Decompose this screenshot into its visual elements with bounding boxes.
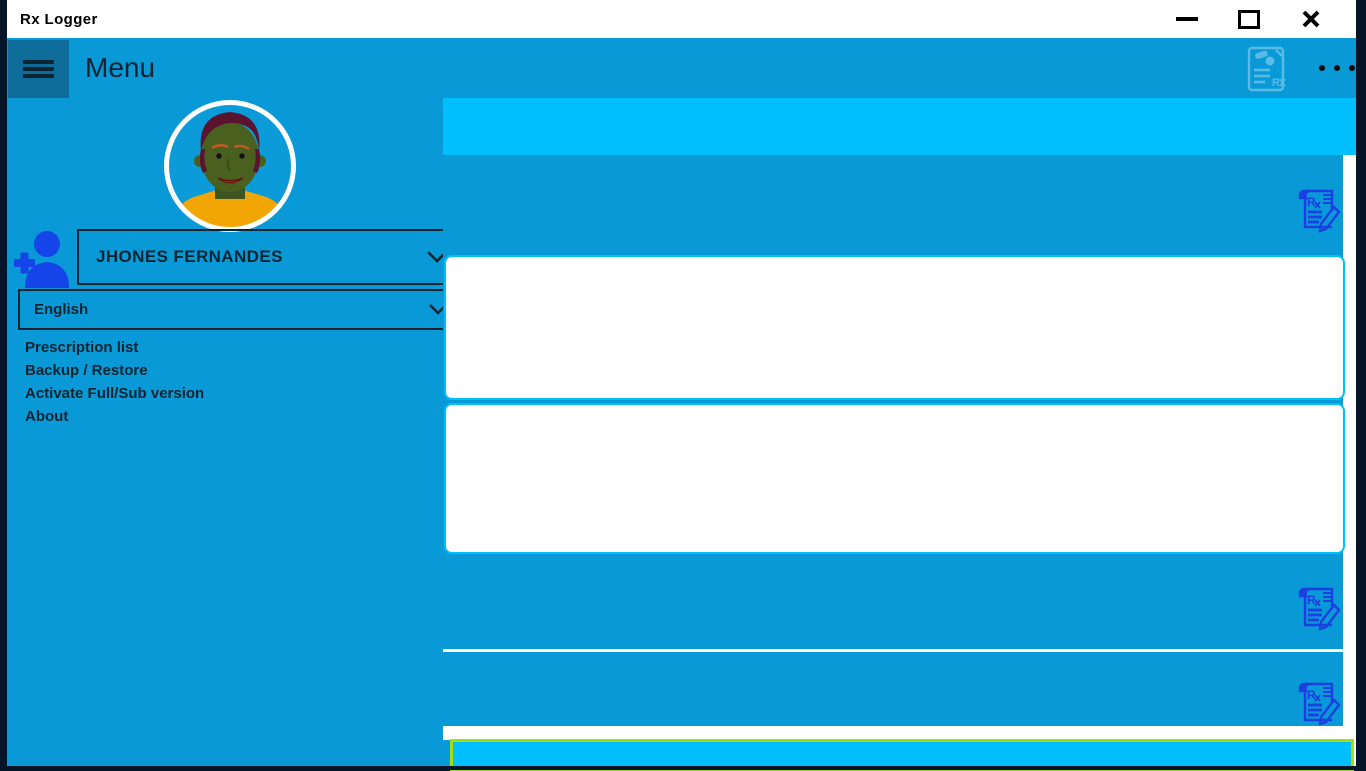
window-border-bottom [0, 766, 1366, 770]
window-title: Rx Logger [20, 10, 98, 28]
app-header: Menu R [7, 38, 1356, 98]
language-select-dropdown[interactable]: English [18, 289, 465, 330]
language-select-value: English [34, 301, 89, 318]
more-icon [1319, 65, 1325, 71]
prescription-edit-icon[interactable]: R [1292, 183, 1344, 235]
hamburger-icon [23, 60, 54, 64]
highlighted-input-bar[interactable] [450, 739, 1354, 771]
titlebar: Rx Logger [7, 0, 1356, 38]
sidebar-menu: Prescription list Backup / Restore Activ… [25, 336, 204, 428]
window-controls [1156, 0, 1342, 38]
svg-text:R: R [1307, 593, 1316, 607]
sidebar-item-about[interactable]: About [25, 408, 69, 425]
content-header-band [443, 98, 1356, 155]
svg-text:R: R [1272, 77, 1280, 89]
window-border-left [0, 0, 7, 770]
sidebar: JHONES FERNANDES English Prescription li… [7, 98, 465, 766]
user-select-value: JHONES FERNANDES [96, 247, 283, 266]
window-border-right [1356, 0, 1366, 770]
sidebar-item-backup-restore[interactable]: Backup / Restore [25, 362, 148, 379]
sidebar-item-activate-version[interactable]: Activate Full/Sub version [25, 385, 205, 402]
sidebar-item-prescription-list[interactable]: Prescription list [25, 339, 139, 356]
prescription-document-icon[interactable]: R [1243, 44, 1291, 94]
user-select-dropdown[interactable]: JHONES FERNANDES [77, 229, 464, 285]
close-icon [1302, 10, 1320, 28]
main-content: R R [443, 98, 1356, 771]
more-menu-button[interactable] [1313, 38, 1361, 98]
close-button[interactable] [1280, 0, 1342, 38]
prescription-edit-icon[interactable]: R [1292, 581, 1344, 633]
user-avatar [164, 100, 296, 232]
hamburger-menu-button[interactable] [8, 40, 69, 98]
prescription-panel-top[interactable] [444, 255, 1345, 400]
maximize-icon [1238, 9, 1260, 29]
prescription-panel-bottom[interactable] [444, 403, 1345, 554]
page-title: Menu [85, 52, 156, 83]
minimize-button[interactable] [1156, 0, 1218, 38]
maximize-button[interactable] [1218, 0, 1280, 38]
svg-text:R: R [1307, 195, 1316, 209]
section-divider [443, 649, 1356, 652]
prescription-edit-icon[interactable]: R [1292, 676, 1344, 728]
minimize-icon [1176, 17, 1198, 21]
svg-text:R: R [1307, 688, 1316, 702]
right-gutter [1343, 155, 1356, 766]
bottom-separator [443, 726, 1356, 740]
add-user-icon[interactable] [12, 228, 70, 288]
